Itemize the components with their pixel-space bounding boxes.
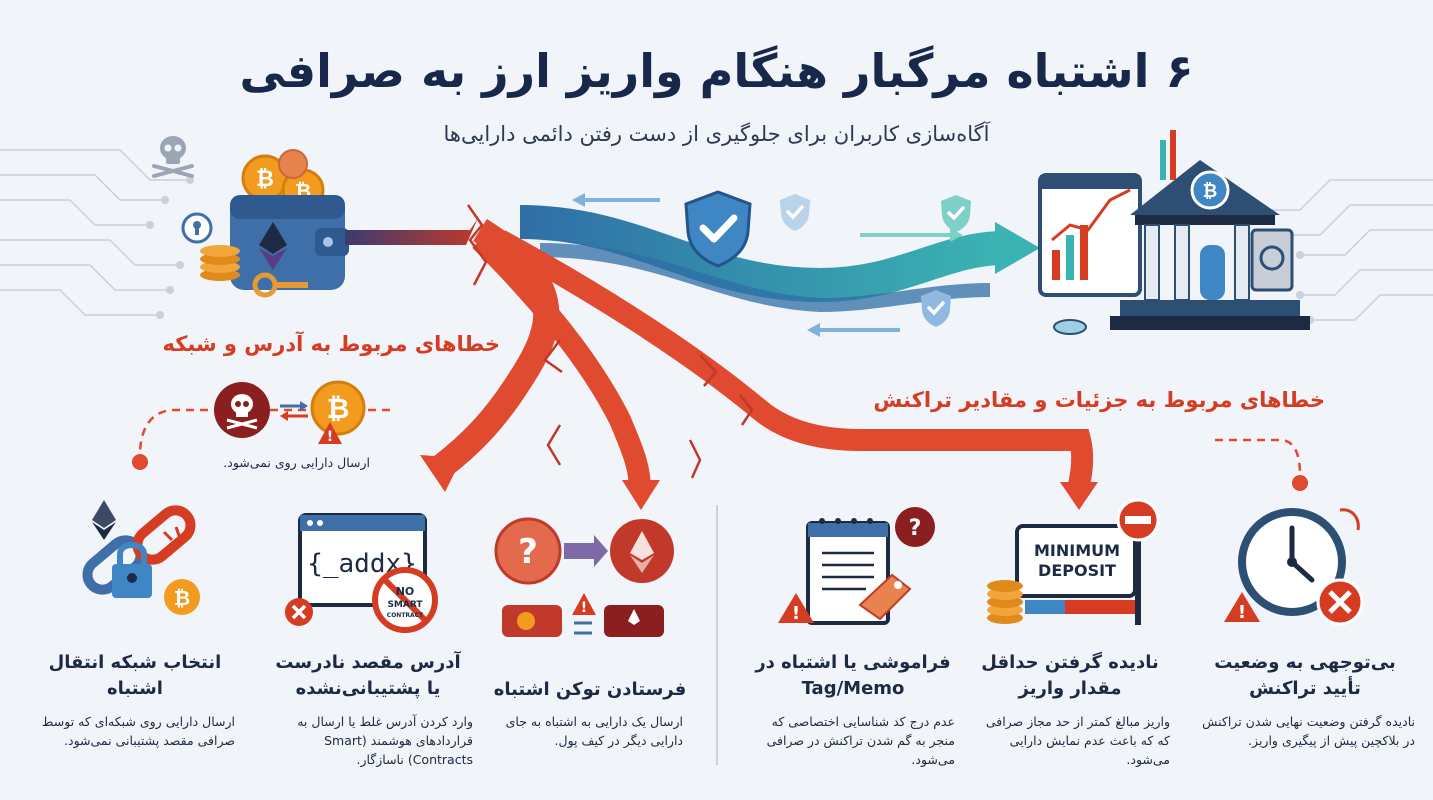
deposit-text: DEPOSIT [1038, 561, 1116, 580]
card-wrong-network-desc: ارسال دارایی روی شبکه‌ای که توسط صرافی م… [41, 714, 235, 748]
card-wrong-token-desc: ارسال یک دارایی به اشتباه به جای دارایی … [505, 714, 683, 748]
svg-text:₿: ₿ [1203, 181, 1218, 202]
category-details-amounts: خطاهای مربوط به جزئیات و مقادیر تراکنش [873, 388, 1325, 412]
shield-check-icon [684, 190, 752, 268]
svg-text:!: ! [1238, 602, 1246, 623]
card-memo-desc: عدم درج کد شناسایی اختصاصی که منجر به گم… [766, 714, 955, 767]
broken-chain-lock-icon: ₿ [82, 500, 200, 615]
card-confirmation-desc: نادیده گرفتن وضعیت نهایی شدن تراکنش در ب… [1202, 714, 1415, 748]
no-contract-line-2: SMART [387, 600, 423, 610]
svg-text:₿: ₿ [327, 392, 350, 425]
shield-check-icon-small [921, 290, 951, 327]
exchange-bank-icon: ₿ [1038, 130, 1310, 335]
card-wrong-network-title: انتخاب شبکه انتقال اشتباه [48, 652, 222, 699]
page-subtitle: آگاه‌سازی کاربران برای جلوگیری از دست رف… [443, 122, 990, 146]
svg-text:₿: ₿ [256, 167, 274, 192]
card-confirmation-title: بی‌توجهی به وضعیت تأیید تراکنش [1214, 652, 1396, 699]
category-address-network: خطاهای مربوط به آدرس و شبکه [162, 332, 500, 356]
card-min-deposit-desc: واریز مبالغ کمتر از حد مجاز صرافی که که … [985, 714, 1170, 767]
page-title: ۶ اشتباه مرگبار هنگام واریز ارز به صرافی [239, 44, 1194, 98]
card-memo-title: فراموشی یا اشتباه در Tag/Memo [755, 652, 951, 699]
minimum-text: MINIMUM [1034, 541, 1120, 560]
no-contract-line-3: CONTRACT [387, 612, 424, 619]
clock-confirmation-icon: ! [1224, 508, 1364, 626]
card-min-deposit-title: نادیده گرفتن حداقل مقدار واریز [981, 652, 1159, 699]
card-wrong-token-title: فرستادن توکن اشتباه [493, 679, 687, 700]
shield-check-icon-small [780, 194, 810, 231]
svg-text:₿: ₿ [174, 586, 190, 610]
shield-check-icon-small [941, 195, 971, 232]
code-window-no-contract-icon: {_addx} NO SMART CONTRACT [285, 513, 438, 633]
skull-icon [152, 136, 194, 178]
warning-note: ارسال دارایی روی نمی‌شود. [223, 455, 370, 470]
minimum-deposit-icon: MINIMUM DEPOSIT [987, 498, 1160, 625]
wrong-token-icon: ? ! [494, 517, 674, 637]
svg-text:?: ? [518, 532, 538, 572]
skull-bitcoin-swap-icon: ₿ ! [214, 380, 366, 445]
svg-text:!: ! [327, 429, 333, 445]
svg-text:!: ! [581, 600, 587, 616]
wallet-icon: ₿ ₿ [181, 149, 349, 298]
section-divider [716, 505, 718, 765]
svg-text:?: ? [909, 516, 922, 541]
no-contract-line-1: NO [396, 585, 415, 598]
svg-text:!: ! [792, 603, 800, 624]
card-wrong-address-title: آدرس مقصد نادرست یا پشتیبانی‌نشده [275, 652, 461, 699]
memo-notepad-icon: ? ! [778, 507, 935, 625]
card-wrong-address-desc: وارد کردن آدرس غلط یا ارسال به قراردادها… [297, 714, 473, 767]
